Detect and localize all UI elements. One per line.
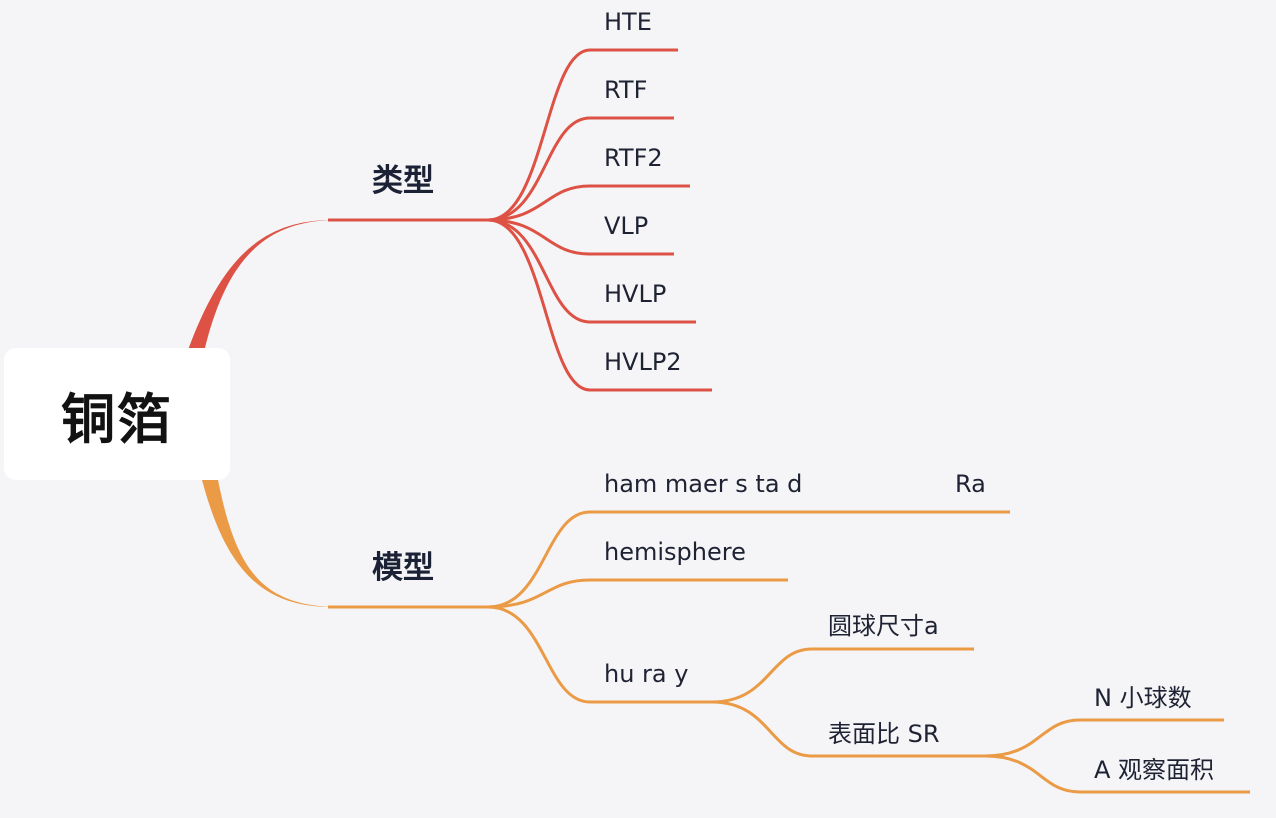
leaf-node-hvlp[interactable]: HVLP <box>604 280 667 308</box>
leaf-node-rtf[interactable]: RTF <box>604 76 648 104</box>
leaf-node-hammaerstad[interactable]: ham maer s ta d <box>604 470 803 498</box>
branch-1-connectors <box>487 48 712 392</box>
branch-node-model[interactable]: 模型 <box>372 550 434 586</box>
leaf-node-huray[interactable]: hu ra y <box>604 660 689 688</box>
leaf-node-hemisphere[interactable]: hemisphere <box>604 538 746 566</box>
connector-sphere-size <box>711 647 974 704</box>
connector-huray <box>487 605 712 704</box>
connector-hammaerstad <box>487 510 1010 609</box>
leaf-node-hte[interactable]: HTE <box>604 8 652 36</box>
connector-root-branch-1 <box>188 220 332 352</box>
leaf-node-vlp[interactable]: VLP <box>604 212 649 240</box>
connector-hvlp2 <box>487 218 712 392</box>
connector-rtf2 <box>487 184 690 222</box>
leaf-node-sphere-size[interactable]: 圆球尺寸a <box>828 612 939 640</box>
branch-node-type[interactable]: 类型 <box>372 163 434 199</box>
leaf-node-hammaerstad-note: Ra <box>955 470 986 498</box>
leaf-node-hvlp2[interactable]: HVLP2 <box>604 348 682 376</box>
leaf-node-rtf2[interactable]: RTF2 <box>604 144 663 172</box>
connector-root-branch-2 <box>202 480 332 607</box>
root-node-label: 铜箔 <box>61 387 173 451</box>
branch-2-connectors <box>487 510 1250 794</box>
connector-hvlp <box>487 218 696 324</box>
leaf-node-surface-ratio[interactable]: 表面比 SR <box>828 720 940 748</box>
connector-surface-ratio <box>711 700 985 758</box>
connector-rtf <box>487 116 674 222</box>
connector-observed-area <box>984 754 1250 794</box>
connector-hemisphere <box>487 578 788 609</box>
connector-vlp <box>487 218 674 256</box>
root-node[interactable]: 铜箔 <box>4 348 230 480</box>
connector-n-spheres <box>984 718 1224 758</box>
leaf-node-n-spheres[interactable]: N 小球数 <box>1094 684 1192 712</box>
leaf-node-observed-area[interactable]: A 观察面积 <box>1094 756 1215 784</box>
connector-hte <box>487 48 678 222</box>
